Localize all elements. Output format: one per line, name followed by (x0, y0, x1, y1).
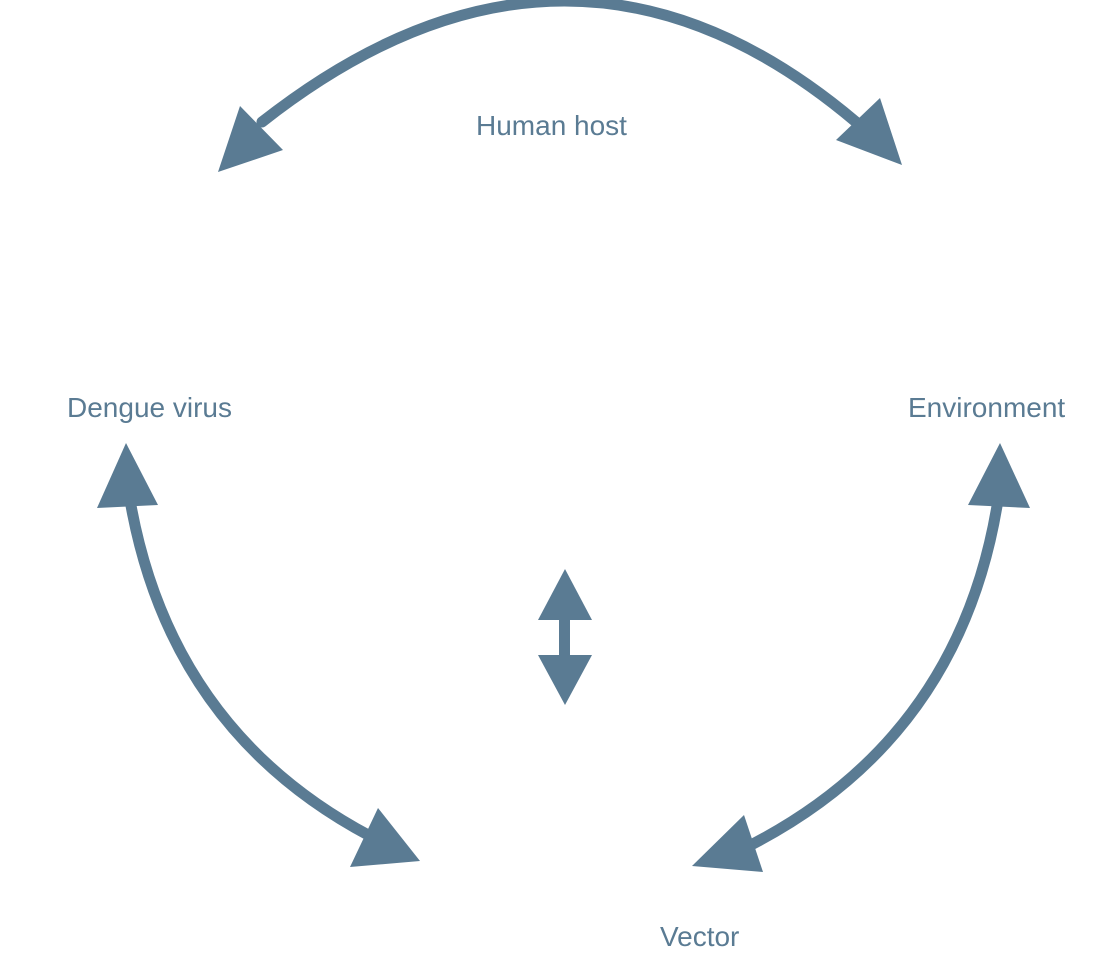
arrowhead-top-right (836, 98, 902, 165)
arrowhead-left-up (97, 443, 158, 508)
arc-left (124, 494, 376, 842)
arc-right (739, 494, 1004, 854)
node-dengue-virus: Dengue virus (67, 392, 232, 423)
arrowhead-right-down (692, 815, 763, 872)
node-environment: Environment (908, 392, 1066, 423)
arrowhead-left-down (350, 808, 420, 867)
node-vector: Vector (660, 921, 740, 952)
center-arrowhead-up (538, 569, 592, 620)
center-arrowhead-down (538, 655, 592, 705)
arc-top (256, 0, 862, 128)
arrowhead-top-left (218, 106, 283, 172)
node-human-host: Human host (476, 110, 627, 141)
center-arrow-shaft (559, 612, 570, 660)
arrowhead-right-up (968, 443, 1030, 508)
